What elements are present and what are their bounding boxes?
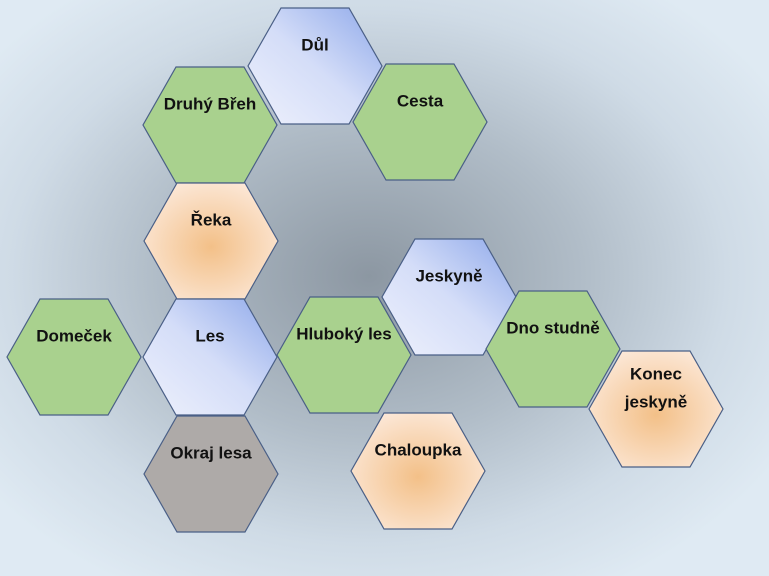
hex-node-les: Les bbox=[142, 298, 278, 416]
hex-shape bbox=[142, 66, 278, 184]
hex-node-domecek: Domeček bbox=[6, 298, 142, 416]
hex-label: Konec bbox=[630, 364, 682, 383]
hex-label: Dno studně bbox=[506, 318, 600, 337]
hex-node-okraj-lesa: Okraj lesa bbox=[143, 415, 279, 533]
hex-shape bbox=[6, 298, 142, 416]
hex-label: Důl bbox=[301, 35, 328, 54]
hex-label: Jeskyně bbox=[415, 266, 482, 285]
hex-node-hluboky-les: Hluboký les bbox=[276, 296, 412, 414]
hex-shape bbox=[142, 298, 278, 416]
hex-node-konec-jeskyne: Konec jeskyně bbox=[588, 350, 724, 468]
hex-shape bbox=[352, 63, 488, 181]
hex-shape bbox=[276, 296, 412, 414]
hex-shape bbox=[247, 7, 383, 125]
hex-label: Chaloupka bbox=[375, 440, 462, 459]
hex-node-druhy-breh: Druhý Břeh bbox=[142, 66, 278, 184]
hex-shape bbox=[143, 415, 279, 533]
hex-shape bbox=[143, 182, 279, 300]
hex-label: Cesta bbox=[397, 91, 444, 110]
hex-node-dno-studne: Dno studně bbox=[485, 290, 621, 408]
hex-label: Řeka bbox=[191, 210, 232, 229]
hex-label: Domeček bbox=[36, 326, 112, 345]
hex-shape bbox=[381, 238, 517, 356]
hex-label: Okraj lesa bbox=[170, 443, 252, 462]
hex-label: Hluboký les bbox=[296, 324, 391, 343]
hex-label: jeskyně bbox=[624, 392, 687, 411]
hex-node-dul: Důl bbox=[247, 7, 383, 125]
hex-node-jeskyne: Jeskyně bbox=[381, 238, 517, 356]
hex-shape bbox=[588, 350, 724, 468]
hex-label: Druhý Břeh bbox=[164, 94, 257, 113]
hex-label: Les bbox=[195, 326, 224, 345]
hex-node-cesta: Cesta bbox=[352, 63, 488, 181]
hex-node-reka: Řeka bbox=[143, 182, 279, 300]
hex-node-chaloupka: Chaloupka bbox=[350, 412, 486, 530]
hex-shape bbox=[350, 412, 486, 530]
hex-shape bbox=[485, 290, 621, 408]
